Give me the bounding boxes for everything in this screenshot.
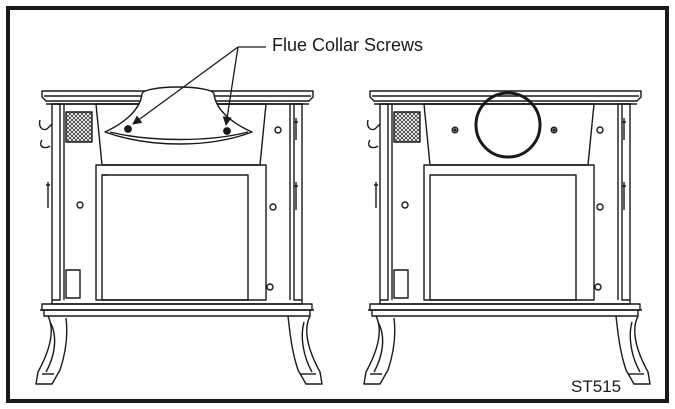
- vent-grille-right: [393, 111, 421, 143]
- leg-front-right-b: [615, 315, 651, 385]
- figure-code: ST515: [571, 377, 622, 396]
- door-frame-left: [95, 164, 267, 301]
- base-plinth-left: [41, 303, 313, 311]
- side-handle-left: [38, 119, 53, 131]
- door-frame-right: [423, 164, 595, 301]
- door-panel-left: [101, 174, 249, 301]
- arrow-to-screw-a: [132, 46, 239, 125]
- arrow-to-screw-b: [222, 46, 239, 126]
- stove-right: [363, 90, 651, 385]
- leg-front-left-b: [287, 315, 323, 385]
- flue-opening-right: [474, 91, 542, 159]
- callout-arrows: [132, 46, 266, 126]
- door-panel-right: [429, 174, 577, 301]
- callout-label: Flue Collar Screws: [272, 35, 424, 55]
- base-plinth-right: [369, 303, 641, 311]
- leg-front-right-a: [363, 315, 396, 385]
- flue-collar-screw-left-a: [124, 125, 132, 133]
- flue-collar-left: [104, 93, 253, 145]
- top-cornice-left: [41, 90, 314, 102]
- flue-collar-screw-left-b: [223, 127, 231, 135]
- stove-left: [35, 86, 323, 385]
- top-cornice-right: [369, 90, 642, 102]
- side-handle-right: [366, 119, 381, 131]
- leg-front-left-a: [35, 315, 68, 385]
- air-control-right: [393, 269, 409, 299]
- figure-border: [6, 6, 669, 403]
- air-control-left: [65, 269, 81, 299]
- vent-grille-left: [65, 111, 93, 143]
